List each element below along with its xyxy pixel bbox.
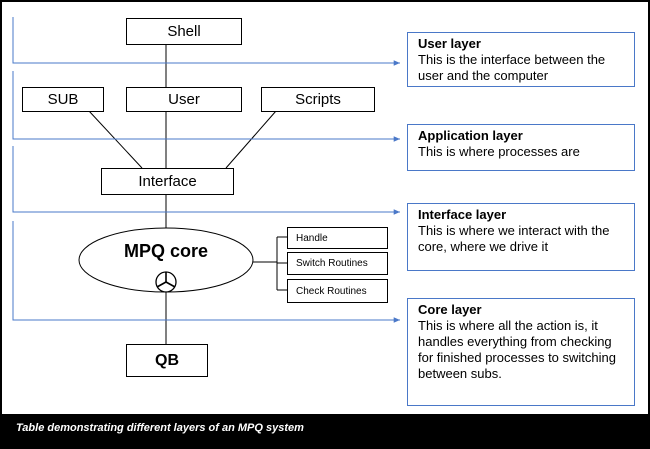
user-box: User (126, 87, 242, 112)
interface-layer-desc: This is where we interact with the core,… (418, 223, 610, 254)
caption-bar: Table demonstrating different layers of … (2, 414, 648, 447)
user-layer-desc: This is the interface between the user a… (418, 52, 606, 83)
interface-layer-title: Interface layer (418, 207, 507, 222)
mpq-core-label: MPQ core (123, 241, 209, 261)
core-symbol-icon (155, 271, 177, 293)
handle-box: Handle (287, 227, 388, 249)
shell-box: Shell (126, 18, 242, 45)
caption-text: Table demonstrating different layers of … (16, 422, 304, 434)
qb-box: QB (126, 344, 208, 377)
application-layer-title: Application layer (418, 128, 523, 143)
interface-box: Interface (101, 168, 234, 195)
application-layer-desc: This is where processes are (418, 144, 580, 159)
sub-box: SUB (22, 87, 104, 112)
core-layer-title: Core layer (418, 302, 482, 317)
user-layer-note: User layer This is the interface between… (407, 32, 635, 87)
application-layer-note: Application layer This is where processe… (407, 124, 635, 171)
core-layer-note: Core layer This is where all the action … (407, 298, 635, 406)
hierarchy-connectors (88, 44, 287, 344)
core-layer-desc: This is where all the action is, it hand… (418, 318, 616, 381)
scripts-box: Scripts (261, 87, 375, 112)
layer-separators (12, 17, 400, 323)
check-routines-box: Check Routines (287, 279, 388, 303)
user-layer-title: User layer (418, 36, 481, 51)
switch-routines-box: Switch Routines (287, 252, 388, 275)
interface-layer-note: Interface layer This is where we interac… (407, 203, 635, 271)
